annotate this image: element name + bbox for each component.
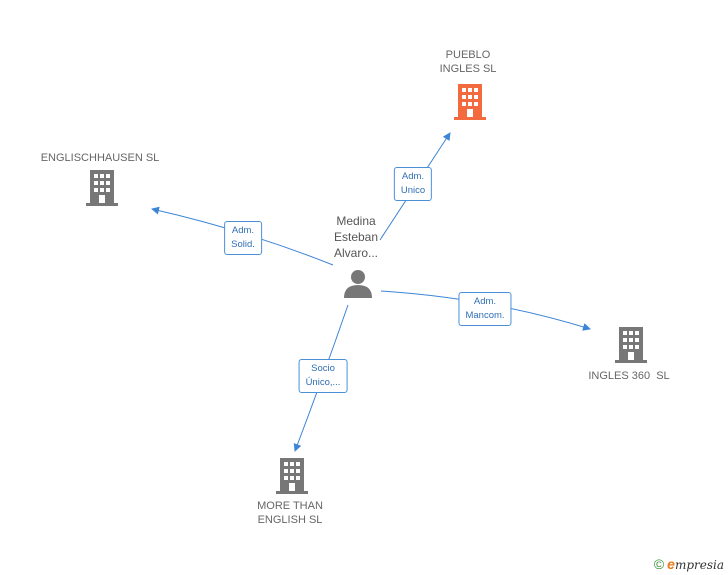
building-icon-pueblo[interactable] xyxy=(454,84,486,125)
copyright-icon: © xyxy=(653,556,665,572)
company-label-ingles360: INGLES 360 SL xyxy=(588,370,670,382)
company-label-pueblo: PUEBLO INGLES SL xyxy=(439,49,497,75)
brand-name: mpresia xyxy=(674,558,724,572)
company-label-englischhausen: ENGLISCHHAUSEN SL xyxy=(40,152,160,164)
company-label-morethan: MORE THAN ENGLISH SL xyxy=(257,500,323,526)
building-icon-morethan[interactable] xyxy=(276,458,308,499)
relation-label-morethan[interactable]: Socio Único,... xyxy=(298,359,348,393)
relation-label-ingles360[interactable]: Adm. Mancom. xyxy=(458,292,512,326)
empresia-logo: © empresia xyxy=(654,556,724,572)
relation-label-pueblo[interactable]: Adm. Unico xyxy=(393,167,433,201)
brand-initial: e xyxy=(667,556,675,572)
relation-label-englischhausen[interactable]: Adm. Solid. xyxy=(224,221,262,255)
person-name-label: Medina Esteban Alvaro... xyxy=(333,214,379,260)
building-icon-englischhausen[interactable] xyxy=(86,170,118,211)
person-icon[interactable] xyxy=(343,268,373,303)
building-icon-ingles360[interactable] xyxy=(615,327,647,368)
